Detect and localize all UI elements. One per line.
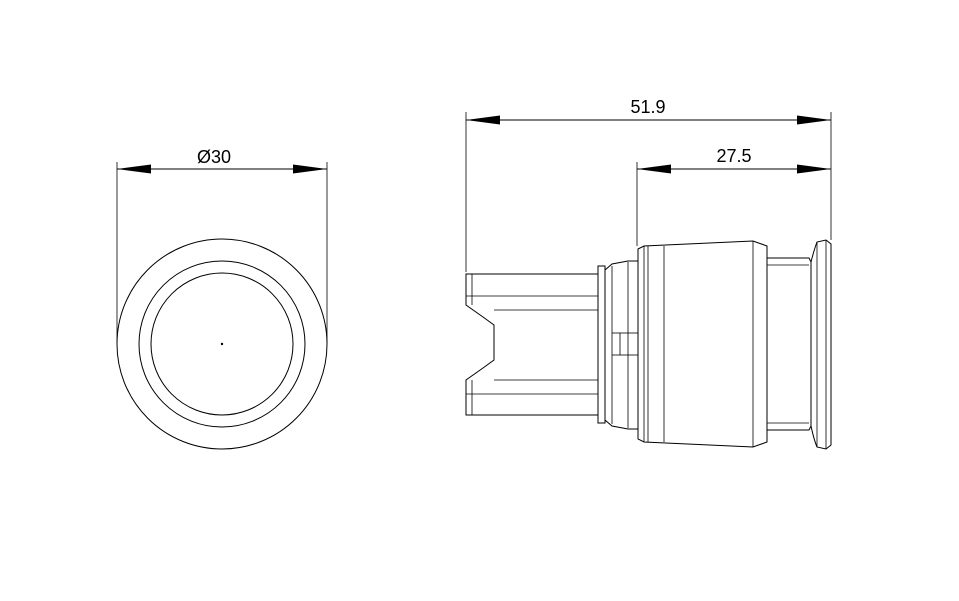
front-ring-outer: [138, 260, 306, 428]
button-cap: [810, 239, 832, 450]
head-length-label: 27.5: [716, 146, 751, 166]
front-view: Ø30: [116, 147, 328, 450]
head-length-dimension: 27.5: [636, 146, 831, 246]
head-housing: [637, 240, 768, 448]
overall-length-label: 51.9: [630, 97, 665, 117]
diameter-dimension: Ø30: [117, 147, 327, 174]
collar: [604, 260, 639, 430]
dim-arrow-left: [117, 164, 151, 174]
dim-arrow-right: [293, 164, 327, 174]
flange-ring: [597, 265, 606, 424]
diameter-label: Ø30: [197, 147, 231, 167]
neck: [766, 257, 812, 431]
front-ring-inner: [150, 272, 294, 416]
overall-length-dimension: 51.9: [465, 97, 832, 272]
front-center-point: [220, 342, 224, 346]
rear-body: [465, 273, 599, 416]
side-view: 51.9 27.5: [465, 97, 832, 450]
